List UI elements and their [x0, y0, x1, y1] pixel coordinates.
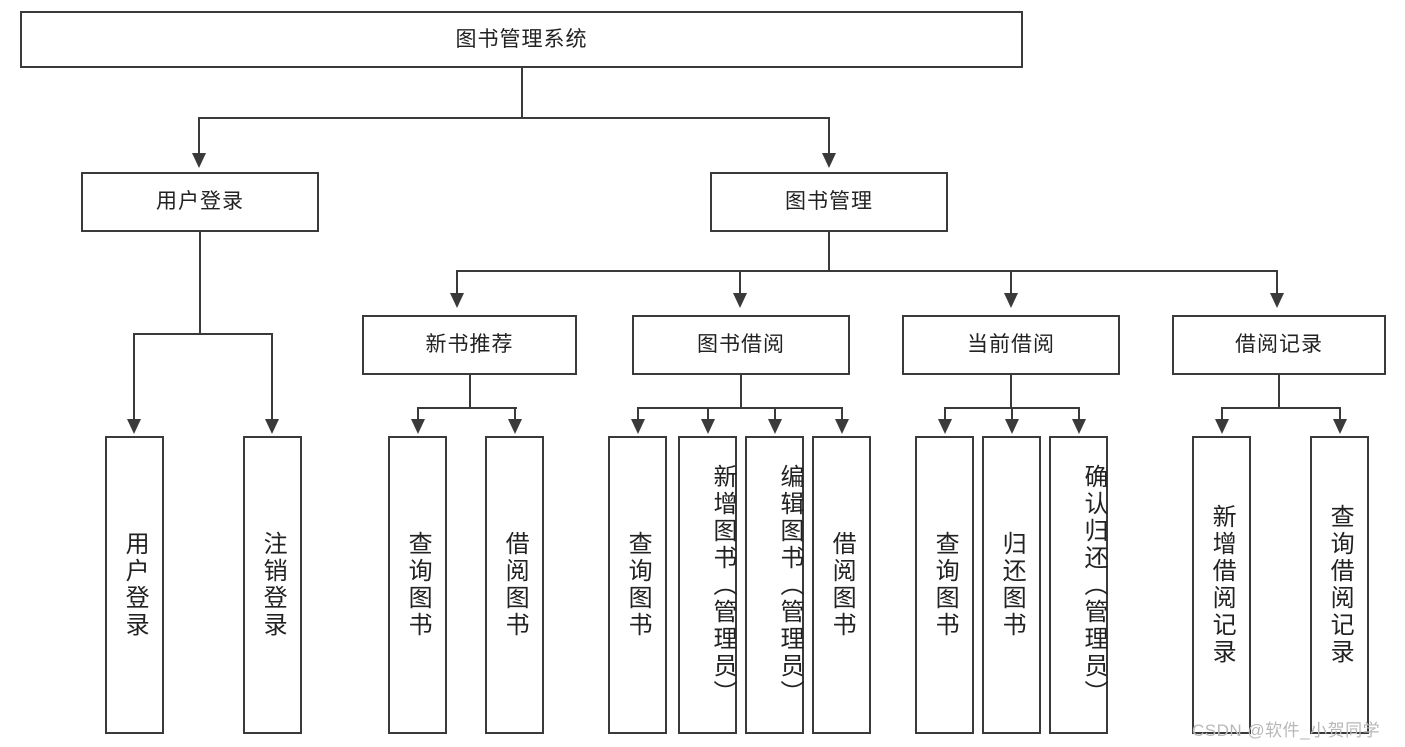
arrowhead-leaf-query-book-1 — [411, 419, 425, 434]
arrowhead-leaf-edit-book — [768, 419, 782, 434]
node-label: 查询借阅记录 — [1326, 504, 1354, 666]
connector-nbr-drop-1 — [417, 407, 419, 421]
node-leaf-borrow-book-1[interactable]: 借阅图书 — [485, 436, 544, 734]
connector-root-stem — [521, 68, 523, 117]
connector-current-borrow-stem — [1010, 375, 1012, 409]
node-label: 图书管理系统 — [455, 27, 588, 51]
connector-to-new-book-recommend — [456, 270, 458, 295]
node-root-book-management-system[interactable]: 图书管理系统 — [20, 11, 1023, 68]
connector-book-manage-stem — [828, 232, 830, 271]
node-book-borrow[interactable]: 图书借阅 — [632, 315, 850, 375]
node-leaf-edit-book[interactable]: 编辑图书（管理员） — [745, 436, 804, 734]
connector-user-login-drop-1 — [133, 333, 135, 421]
node-label: 图书管理 — [785, 190, 873, 214]
connector-br-drop-2 — [1339, 407, 1341, 421]
connector-cb-drop-3 — [1078, 407, 1080, 421]
connector-book-borrow-bus — [637, 407, 842, 409]
connector-new-book-recommend-stem — [469, 375, 471, 409]
node-label: 新增借阅记录 — [1208, 504, 1236, 666]
node-book-manage[interactable]: 图书管理 — [710, 172, 948, 232]
arrowhead-to-current-borrow — [1004, 293, 1018, 308]
node-new-book-recommend[interactable]: 新书推荐 — [362, 315, 577, 375]
arrowhead-leaf-query-book-3 — [938, 419, 952, 434]
arrowhead-leaf-borrow-book-2 — [835, 419, 849, 434]
node-label: 查询图书 — [931, 531, 959, 639]
arrowhead-leaf-borrow-book-1 — [508, 419, 522, 434]
node-leaf-query-book-1[interactable]: 查询图书 — [388, 436, 447, 734]
node-label: 注销登录 — [259, 531, 287, 639]
node-label: 新增图书（管理员） — [709, 463, 736, 707]
node-leaf-user-login[interactable]: 用户登录 — [105, 436, 164, 734]
connector-nbr-drop-2 — [514, 407, 516, 421]
node-leaf-query-book-3[interactable]: 查询图书 — [915, 436, 974, 734]
arrowhead-to-new-book-recommend — [450, 293, 464, 308]
node-label: 用户登录 — [156, 190, 244, 214]
connector-user-login-drop-2 — [271, 333, 273, 421]
node-leaf-logout-login[interactable]: 注销登录 — [243, 436, 302, 734]
node-leaf-query-book-2[interactable]: 查询图书 — [608, 436, 667, 734]
connector-to-book-manage — [828, 117, 830, 155]
connector-level2-bus — [199, 117, 830, 119]
connector-br-drop-1 — [1221, 407, 1223, 421]
arrowhead-leaf-return-book — [1005, 419, 1019, 434]
arrowhead-leaf-query-record — [1333, 419, 1347, 434]
arrowhead-leaf-confirm-return — [1072, 419, 1086, 434]
arrowhead-to-book-borrow — [733, 293, 747, 308]
connector-to-borrow-record — [1276, 270, 1278, 295]
arrowhead-leaf-logout-login — [265, 419, 279, 434]
connector-level3-bus — [457, 270, 1277, 272]
arrowhead-to-borrow-record — [1270, 293, 1284, 308]
node-leaf-add-record[interactable]: 新增借阅记录 — [1192, 436, 1251, 734]
connector-bb-drop-4 — [841, 407, 843, 421]
arrowhead-to-book-manage — [822, 153, 836, 168]
node-leaf-borrow-book-2[interactable]: 借阅图书 — [812, 436, 871, 734]
connector-user-login-bus — [133, 333, 272, 335]
connector-borrow-record-stem — [1278, 375, 1280, 409]
node-label: 查询图书 — [624, 531, 652, 639]
connector-new-book-recommend-bus — [417, 407, 517, 409]
node-leaf-add-book[interactable]: 新增图书（管理员） — [678, 436, 737, 734]
arrowhead-leaf-user-login — [127, 419, 141, 434]
connector-book-borrow-stem — [740, 375, 742, 409]
node-label: 用户登录 — [121, 531, 149, 639]
node-leaf-confirm-return[interactable]: 确认归还（管理员） — [1049, 436, 1108, 734]
arrowhead-to-user-login — [192, 153, 206, 168]
node-borrow-record[interactable]: 借阅记录 — [1172, 315, 1386, 375]
node-label: 查询图书 — [404, 531, 432, 639]
connector-bb-drop-1 — [637, 407, 639, 421]
connector-bb-drop-2 — [707, 407, 709, 421]
connector-borrow-record-bus — [1221, 407, 1340, 409]
node-label: 图书借阅 — [697, 333, 785, 357]
arrowhead-leaf-query-book-2 — [631, 419, 645, 434]
node-label: 新书推荐 — [425, 333, 514, 357]
connector-bb-drop-3 — [774, 407, 776, 421]
node-label: 借阅图书 — [501, 531, 529, 639]
node-user-login[interactable]: 用户登录 — [81, 172, 319, 232]
arrowhead-leaf-add-record — [1215, 419, 1229, 434]
node-current-borrow[interactable]: 当前借阅 — [902, 315, 1120, 375]
connector-to-user-login — [198, 117, 200, 155]
connector-user-login-stem — [199, 232, 201, 334]
connector-to-book-borrow — [739, 270, 741, 295]
arrowhead-leaf-add-book — [701, 419, 715, 434]
node-label: 归还图书 — [998, 531, 1026, 639]
node-label: 借阅记录 — [1235, 333, 1323, 357]
node-label: 编辑图书（管理员） — [776, 463, 803, 707]
connector-cb-drop-2 — [1011, 407, 1013, 421]
node-label: 确认归还（管理员） — [1080, 463, 1107, 707]
connector-cb-drop-1 — [944, 407, 946, 421]
node-label: 当前借阅 — [967, 333, 1055, 357]
node-label: 借阅图书 — [828, 531, 856, 639]
connector-to-current-borrow — [1010, 270, 1012, 295]
node-leaf-query-record[interactable]: 查询借阅记录 — [1310, 436, 1369, 734]
node-leaf-return-book[interactable]: 归还图书 — [982, 436, 1041, 734]
